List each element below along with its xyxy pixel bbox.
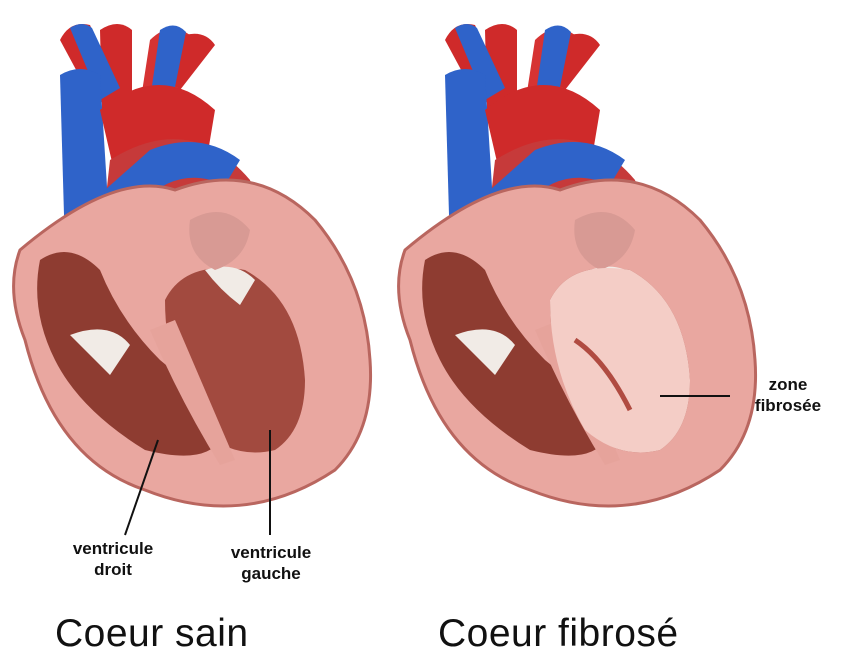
label-left-ventricle-line2: gauche [206,563,336,584]
fibrotic-heart-illustration [399,24,756,506]
label-fibrosis-line2: fibrosée [733,395,843,416]
caption-healthy-heart: Coeur sain [55,612,249,656]
caption-fibrotic-heart: Coeur fibrosé [438,612,679,656]
label-fibrosis-zone: zone fibrosée [733,374,843,416]
label-left-ventricle-line1: ventricule [206,542,336,563]
label-right-ventricle: ventricule droit [58,538,168,580]
label-right-ventricle-line2: droit [58,559,168,580]
label-fibrosis-line1: zone [733,374,843,395]
label-right-ventricle-line1: ventricule [58,538,168,559]
healthy-heart-illustration [14,24,371,506]
label-left-ventricle: ventricule gauche [206,542,336,584]
